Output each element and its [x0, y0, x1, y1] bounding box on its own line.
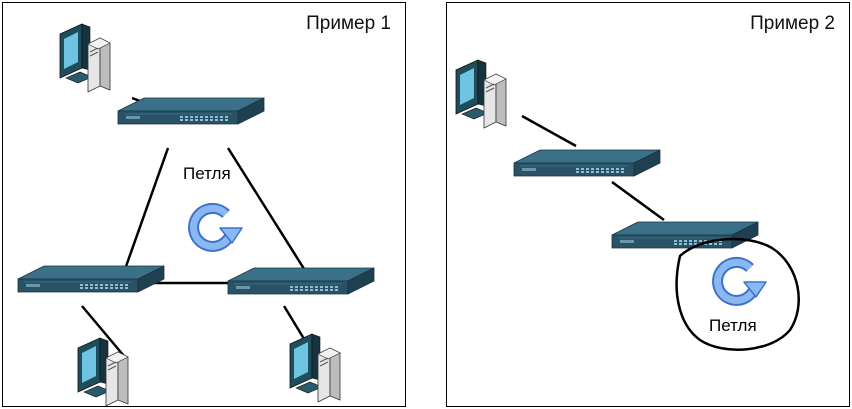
- loop-label-1: Петля: [183, 164, 231, 183]
- computer-panel2-icon: [455, 59, 507, 129]
- computer-bottom-right-icon: [289, 333, 341, 403]
- computer-top-icon: [59, 23, 111, 93]
- switch-top-icon: [117, 97, 265, 125]
- loop-outline: [675, 237, 800, 351]
- example-2-title: Пример 2: [750, 13, 835, 34]
- loop-arrow-2-icon: [718, 262, 766, 300]
- switch-upper-icon: [513, 149, 661, 177]
- computer-bottom-left-icon: [77, 337, 129, 407]
- loop-label-2: Петля: [709, 316, 757, 335]
- switch-right-icon: [227, 267, 375, 295]
- example-1-title: Пример 1: [306, 13, 391, 34]
- switch-lower-icon: [611, 221, 759, 249]
- switch-left-icon: [17, 265, 165, 293]
- example-2-panel: Пример 2: [446, 2, 850, 407]
- example-2-cables: [521, 114, 665, 222]
- loop-arrow-icon: [194, 208, 242, 246]
